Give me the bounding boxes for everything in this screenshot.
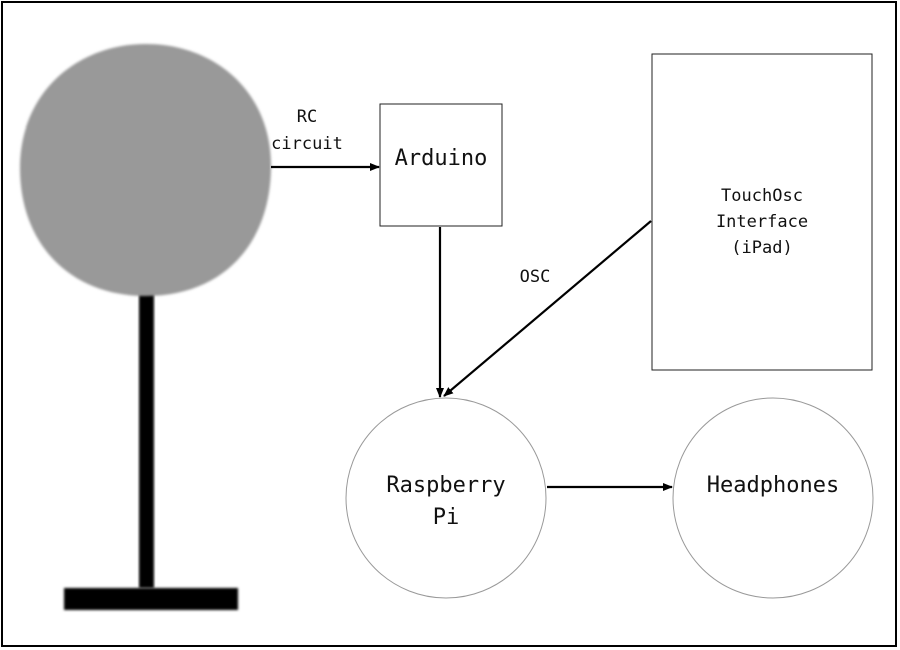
arduino-box [379,103,503,227]
raspberry-pi-node [345,397,547,599]
node-label-raspberry-pi: Raspberry Pi [386,473,506,530]
plant-base [64,588,238,610]
edge-touchosc-to-raspberry-pi [443,220,652,397]
node-label-headphones: Headphones [706,473,840,498]
edge-label-rc-circuit: RC circuit [271,107,343,154]
plant-illustration [20,44,272,610]
headphones-node [672,397,874,599]
node-label-touchosc: TouchOsc Interface (iPad) [715,186,809,258]
node-label-arduino: Arduino [394,146,488,171]
edge-label-osc: OSC [519,267,551,287]
plant-stem [139,288,154,588]
plant-head [20,44,272,296]
touchosc-box [651,53,873,371]
